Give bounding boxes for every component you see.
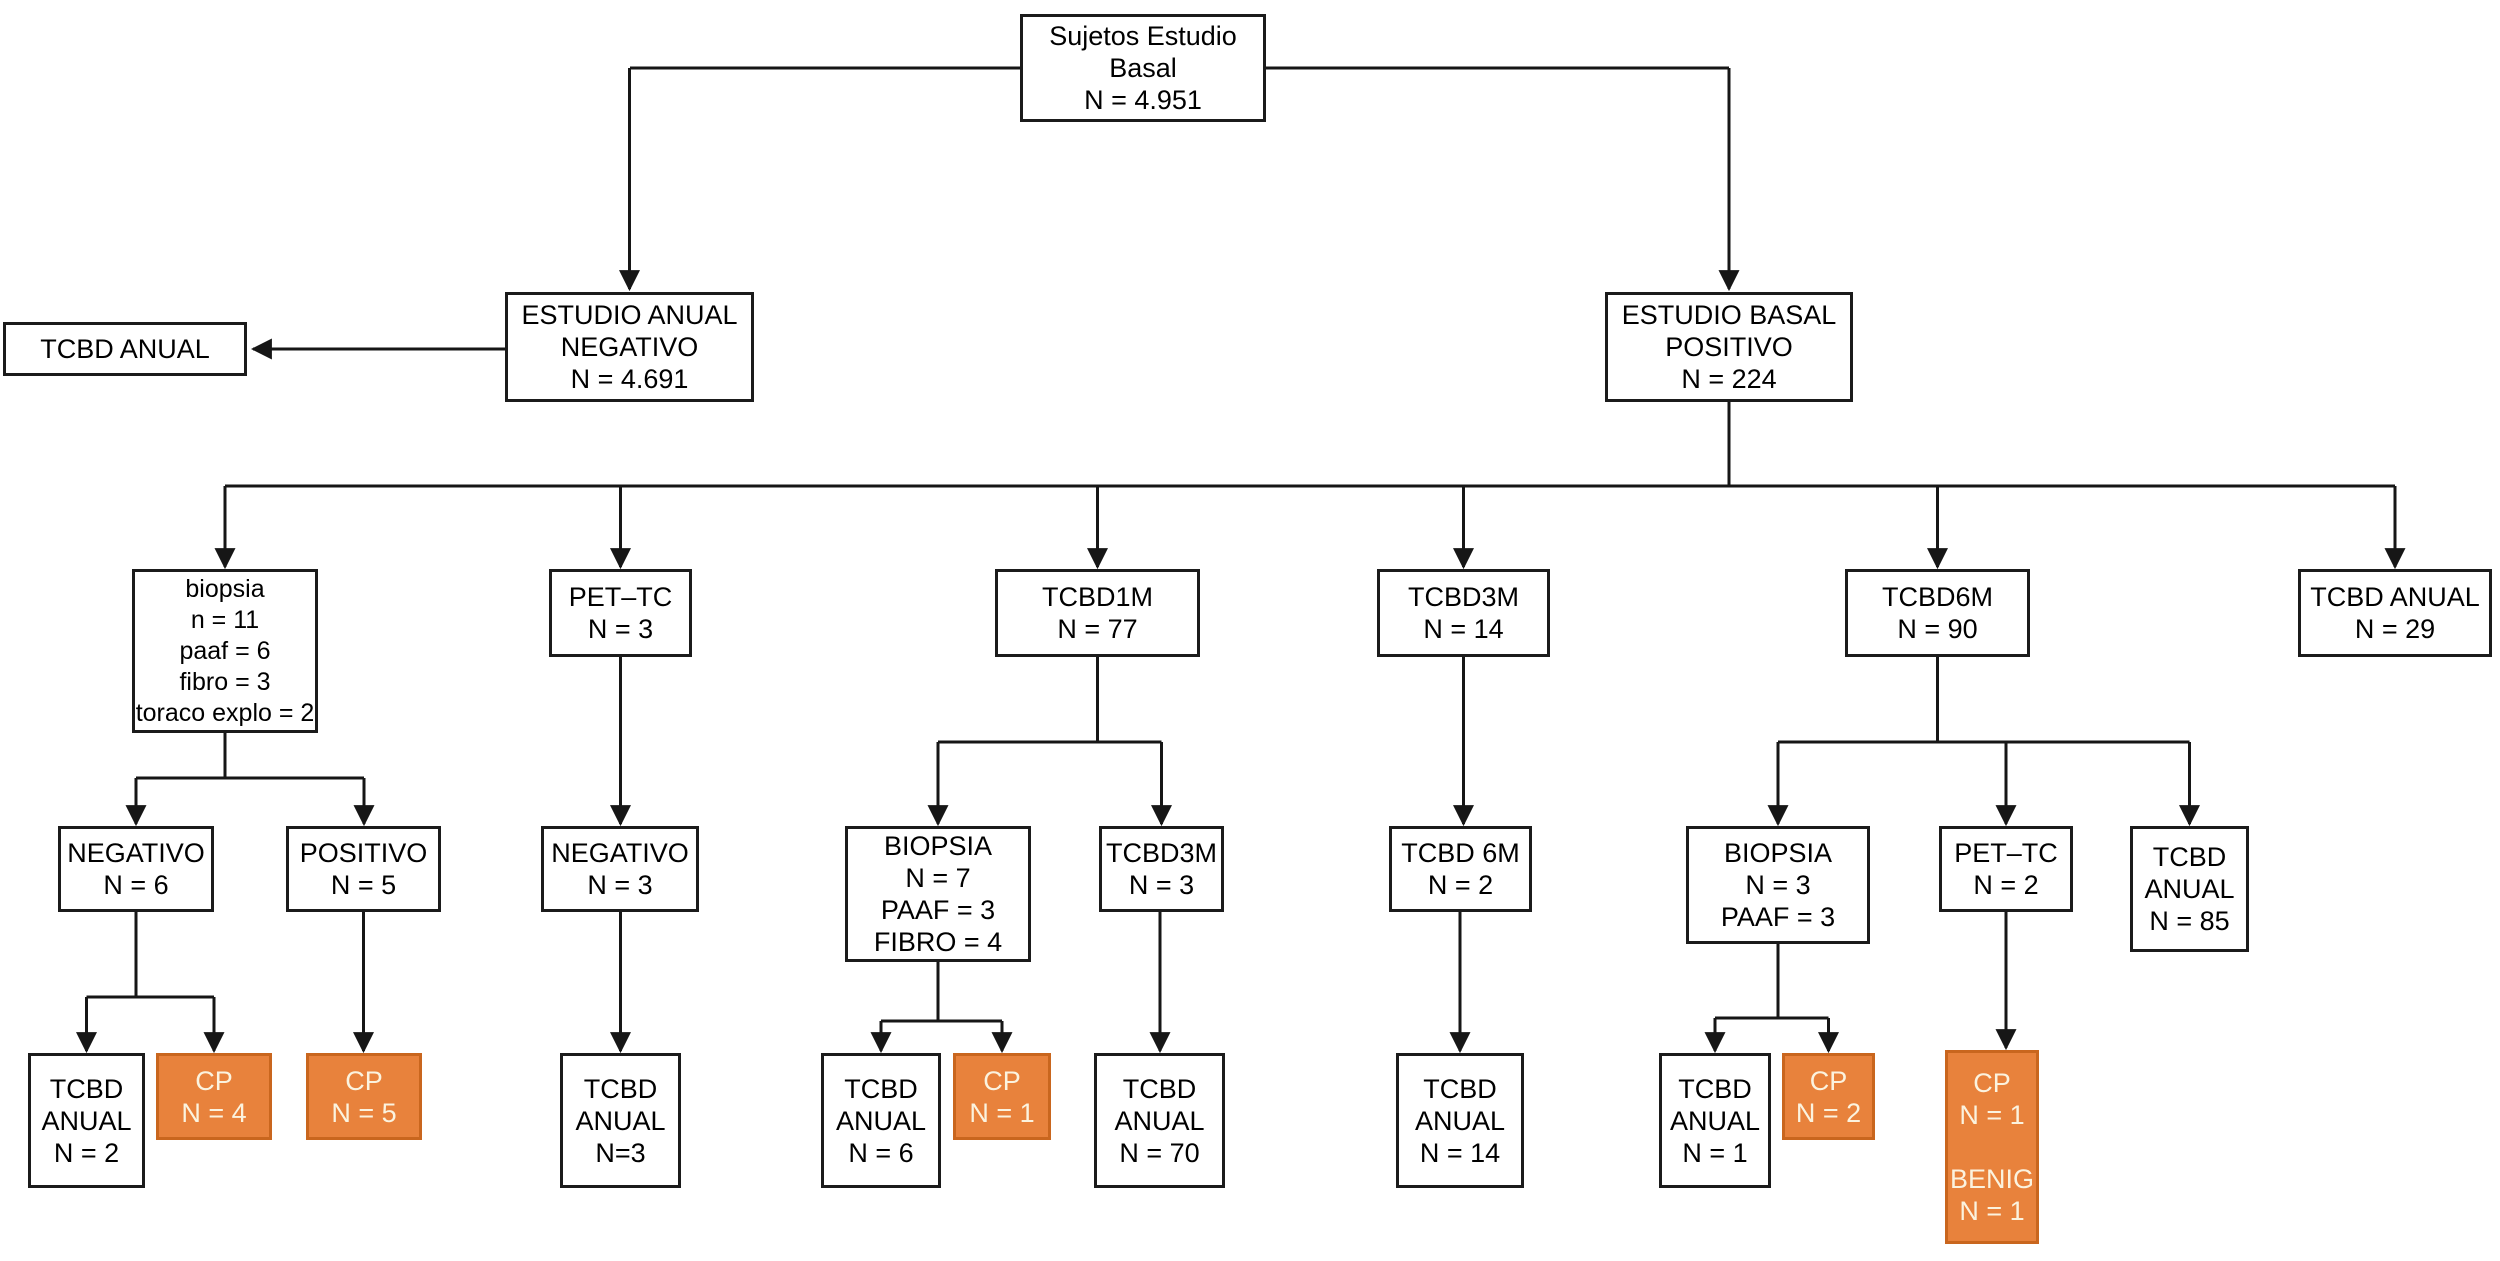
node-negativo-3: NEGATIVO N = 3 <box>541 826 699 912</box>
node-tcbd-anual-6: TCBD ANUAL N = 6 <box>821 1053 941 1188</box>
node-tcbd-6m-2: TCBD 6M N = 2 <box>1389 826 1532 912</box>
node-cp-2: CP N = 2 <box>1782 1053 1875 1140</box>
node-cp-benig: CP N = 1 BENIG N = 1 <box>1945 1050 2039 1244</box>
node-sujetos-estudio-basal: Sujetos Estudio Basal N = 4.951 <box>1020 14 1266 122</box>
node-tcbd-anual-70: TCBD ANUAL N = 70 <box>1094 1053 1225 1188</box>
node-tcbd3m-3: TCBD3M N = 3 <box>1099 826 1224 912</box>
node-cp-1: CP N = 1 <box>953 1053 1051 1140</box>
node-cp-5: CP N = 5 <box>306 1053 422 1140</box>
node-positivo-5: POSITIVO N = 5 <box>286 826 441 912</box>
node-tcbd-anual-29: TCBD ANUAL N = 29 <box>2298 569 2492 657</box>
node-tcbd1m-77: TCBD1M N = 77 <box>995 569 1200 657</box>
node-tcbd-anual-left: TCBD ANUAL <box>3 322 247 376</box>
node-biopsia-3: BIOPSIA N = 3 PAAF = 3 <box>1686 826 1870 944</box>
node-tcbd-anual-14: TCBD ANUAL N = 14 <box>1396 1053 1524 1188</box>
node-tcbd-anual-85: TCBD ANUAL N = 85 <box>2130 826 2249 952</box>
node-tcbd3m-14: TCBD3M N = 14 <box>1377 569 1550 657</box>
node-tcbd-anual-1: TCBD ANUAL N = 1 <box>1659 1053 1771 1188</box>
node-tcbd6m-90: TCBD6M N = 90 <box>1845 569 2030 657</box>
node-tcbd-anual-n3: TCBD ANUAL N=3 <box>560 1053 681 1188</box>
node-biopsia-7: BIOPSIA N = 7 PAAF = 3 FIBRO = 4 <box>845 826 1031 962</box>
node-estudio-anual-negativo: ESTUDIO ANUAL NEGATIVO N = 4.691 <box>505 292 754 402</box>
node-negativo-6: NEGATIVO N = 6 <box>58 826 214 912</box>
node-pet-tc-2: PET–TC N = 2 <box>1939 826 2073 912</box>
node-cp-4: CP N = 4 <box>156 1053 272 1140</box>
node-biopsia: biopsia n = 11 paaf = 6 fibro = 3 toraco… <box>132 569 318 733</box>
node-tcbd-anual-2: TCBD ANUAL N = 2 <box>28 1053 145 1188</box>
node-pet-tc-3: PET–TC N = 3 <box>549 569 692 657</box>
node-estudio-basal-positivo: ESTUDIO BASAL POSITIVO N = 224 <box>1605 292 1853 402</box>
